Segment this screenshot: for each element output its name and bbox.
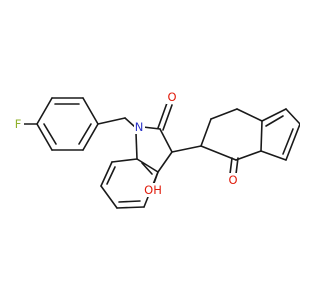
atom-label-ketone-oxygen: O bbox=[227, 173, 239, 187]
nitrogen-label: N bbox=[135, 120, 144, 134]
molecule-structure: F N O OH O bbox=[13, 90, 300, 209]
ketone-oxygen-label: O bbox=[228, 173, 237, 187]
indolinone-five-ring bbox=[135, 126, 173, 173]
fluorophenyl-ring bbox=[23, 97, 99, 151]
fluorine-label: F bbox=[15, 117, 22, 131]
hydroxyl-label: OH bbox=[144, 183, 162, 197]
atom-label-nitrogen: N bbox=[134, 120, 145, 134]
tetralone-saturated-ring bbox=[200, 108, 263, 161]
spiro-link bbox=[171, 145, 202, 153]
atom-label-hydroxyl: OH bbox=[142, 183, 164, 197]
tetralone-carbonyl bbox=[229, 157, 239, 175]
benzyl-linker bbox=[97, 117, 136, 128]
lactam-carbonyl bbox=[157, 102, 173, 131]
atom-label-lactam-oxygen: O bbox=[166, 90, 178, 104]
indole-benzene-ring bbox=[100, 158, 159, 209]
lactam-oxygen-label: O bbox=[167, 90, 176, 104]
atom-label-fluorine: F bbox=[13, 117, 24, 131]
tetralone-aromatic-ring bbox=[260, 108, 300, 161]
